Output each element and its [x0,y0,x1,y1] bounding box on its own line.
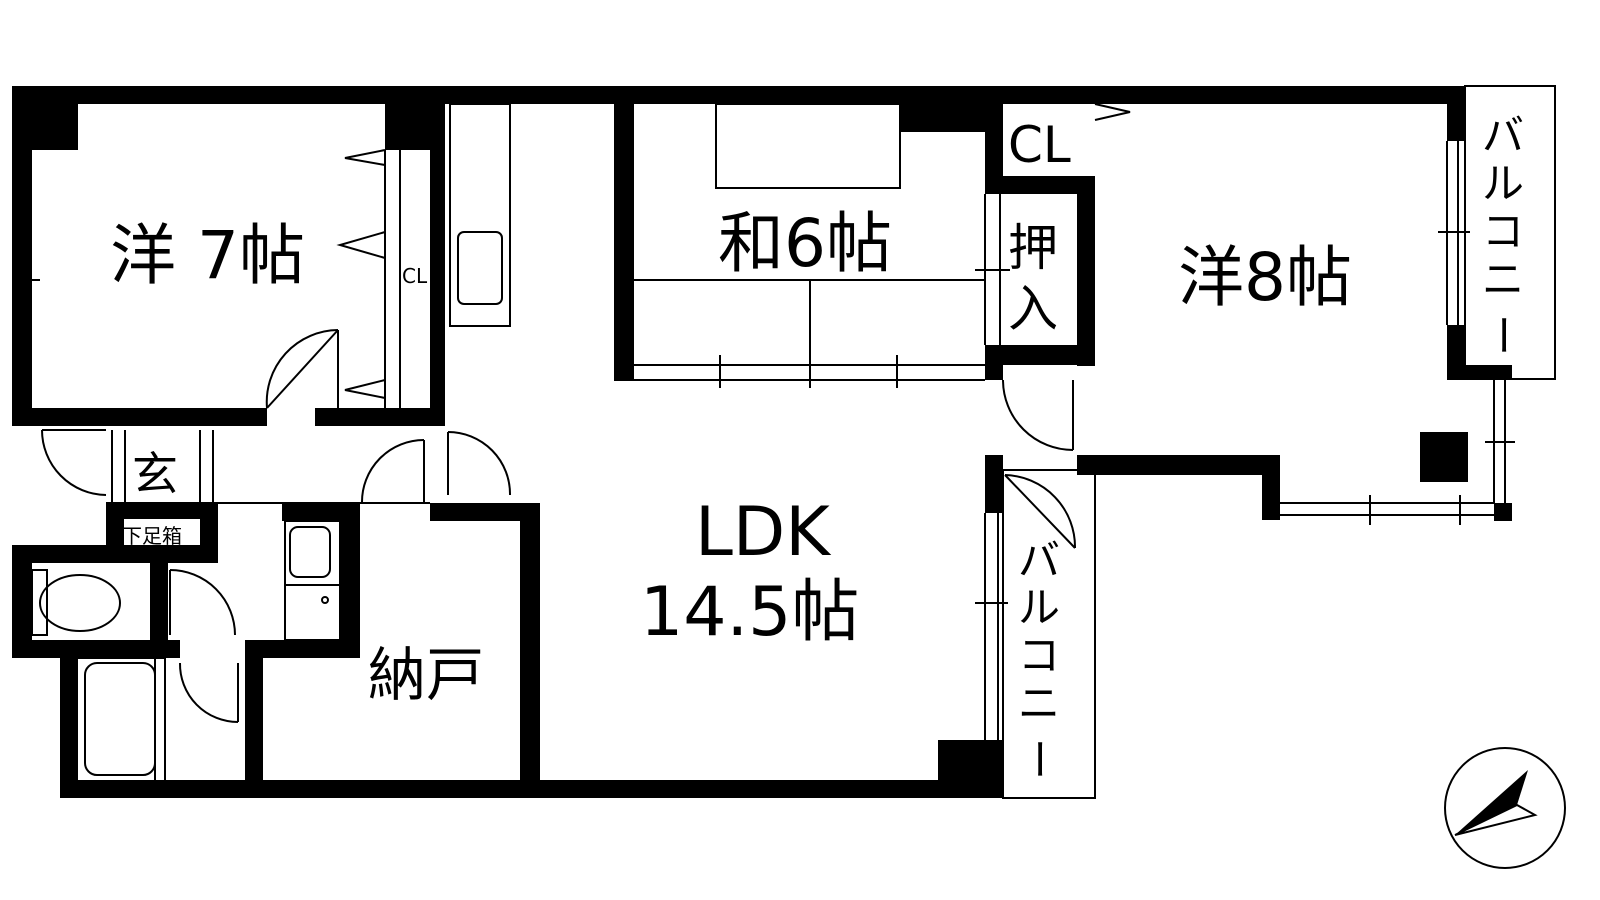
room-label-entrance: 玄 [132,447,178,501]
balcony-right-char: コ [1482,207,1524,256]
balcony-middle-char: コ [1018,631,1060,680]
room-label-western-8: 洋8帖 [1178,239,1352,316]
room-label-ldk: LDK [695,493,832,572]
north-arrow-icon [1444,747,1566,869]
room-label-western-7: 洋 7帖 [110,217,305,294]
room-label-japanese-6: 和6帖 [718,205,892,282]
balcony-middle-char: ル [1018,583,1060,632]
room-label-storage-room: 納戸 [368,641,484,709]
shoe-box-label: 下足箱 [122,524,182,548]
room-label-ldk-size: 14.5帖 [640,573,859,652]
balcony-right-char: ー [1478,314,1527,356]
balcony-middle-char: ニ [1018,679,1060,728]
balcony-right-char: バ [1482,111,1524,160]
balcony-right-char: ニ [1482,255,1524,304]
room-labels: 洋 7帖 和6帖 洋8帖 LDK 14.5帖 納戸 玄 下足箱 CL CL 押 … [110,111,1527,780]
balcony-right-char: ル [1482,159,1524,208]
balcony-middle-char: バ [1018,536,1060,585]
balconies [1002,85,1556,799]
walls [12,86,1512,798]
oshiire-label-1: 押 [1008,219,1058,277]
oshiire-label-2: 入 [1008,280,1058,338]
closet-label-top: CL [1008,116,1071,174]
balcony-middle-char: ー [1014,738,1063,780]
fixtures [31,103,985,780]
closet-label-small: CL [402,264,428,288]
doors [41,329,1077,723]
